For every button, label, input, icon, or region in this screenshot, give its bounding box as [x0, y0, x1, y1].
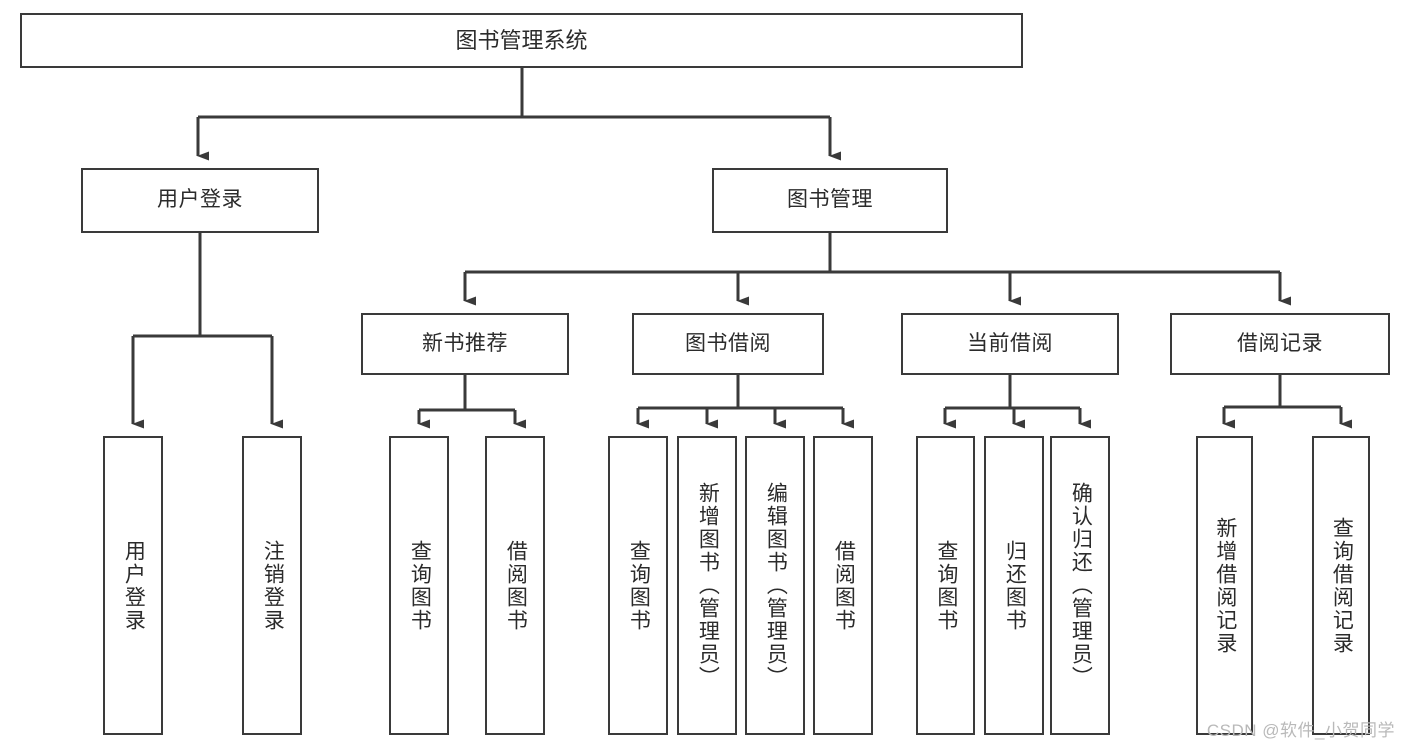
node-add-book-admin-label: 新增图书（管理员） [696, 482, 720, 689]
node-query-book-2-label: 查询图书 [627, 539, 651, 632]
node-add-borrow-record[interactable]: 新增借阅记录 [1196, 436, 1253, 735]
node-borrow-book-1[interactable]: 借阅图书 [485, 436, 545, 735]
node-book-borrow[interactable]: 图书借阅 [632, 313, 824, 375]
node-edit-book-admin-label: 编辑图书（管理员） [764, 482, 788, 689]
node-borrow-book-2[interactable]: 借阅图书 [813, 436, 873, 735]
node-new-book-recommend-label: 新书推荐 [422, 331, 508, 355]
node-book-borrow-label: 图书借阅 [685, 331, 771, 355]
node-confirm-return-admin-label: 确认归还（管理员） [1069, 482, 1093, 689]
node-query-book-3-label: 查询图书 [934, 539, 958, 632]
node-logout-leaf-label: 注销登录 [261, 539, 285, 632]
node-user-login-leaf-label: 用户登录 [122, 539, 146, 632]
node-user-login-leaf[interactable]: 用户登录 [103, 436, 163, 735]
node-query-book-3[interactable]: 查询图书 [916, 436, 975, 735]
node-book-manage[interactable]: 图书管理 [712, 168, 948, 233]
node-current-borrow-label: 当前借阅 [967, 331, 1053, 355]
node-query-book-1-label: 查询图书 [408, 539, 432, 632]
node-user-login-label: 用户登录 [157, 188, 243, 212]
node-current-borrow[interactable]: 当前借阅 [901, 313, 1119, 375]
node-add-book-admin[interactable]: 新增图书（管理员） [677, 436, 737, 735]
node-query-borrow-record-label: 查询借阅记录 [1330, 516, 1354, 655]
node-confirm-return-admin[interactable]: 确认归还（管理员） [1050, 436, 1110, 735]
node-root[interactable]: 图书管理系统 [20, 13, 1023, 68]
node-add-borrow-record-label: 新增借阅记录 [1213, 516, 1237, 655]
node-logout-leaf[interactable]: 注销登录 [242, 436, 302, 735]
node-new-book-recommend[interactable]: 新书推荐 [361, 313, 569, 375]
node-return-book[interactable]: 归还图书 [984, 436, 1044, 735]
node-edit-book-admin[interactable]: 编辑图书（管理员） [745, 436, 805, 735]
watermark: CSDN @软件_小贺同学 [1206, 721, 1395, 740]
node-borrow-record-label: 借阅记录 [1237, 331, 1323, 355]
node-user-login[interactable]: 用户登录 [81, 168, 319, 233]
node-return-book-label: 归还图书 [1003, 539, 1027, 632]
node-borrow-book-1-label: 借阅图书 [504, 539, 528, 632]
node-book-manage-label: 图书管理 [787, 188, 873, 212]
node-root-label: 图书管理系统 [455, 27, 588, 53]
node-query-book-2[interactable]: 查询图书 [608, 436, 668, 735]
node-query-borrow-record[interactable]: 查询借阅记录 [1312, 436, 1370, 735]
node-borrow-book-2-label: 借阅图书 [832, 539, 856, 632]
node-query-book-1[interactable]: 查询图书 [389, 436, 449, 735]
node-borrow-record[interactable]: 借阅记录 [1170, 313, 1390, 375]
